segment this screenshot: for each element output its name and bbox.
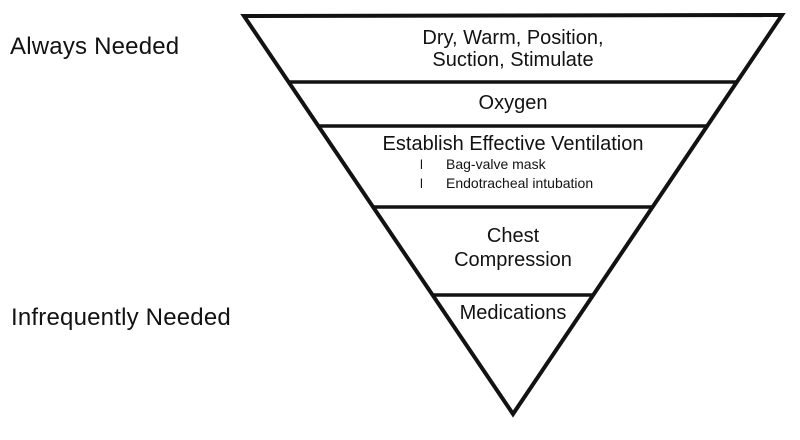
bullet-marker-icon: l (420, 176, 423, 191)
bullet-item-endotracheal-intubation: l Endotracheal intubation (420, 174, 593, 193)
infrequently-needed-label: Infrequently Needed (11, 304, 231, 331)
tier-dry-warm-position-label: Dry, Warm, Position, Suction, Stimulate (422, 27, 604, 71)
pyramid-outline (240, 12, 786, 418)
tier-oxygen-label: Oxygen (478, 92, 548, 114)
bullet-marker-icon: l (420, 157, 423, 172)
tier-medications-label: Medications (459, 302, 567, 324)
tier-ventilation-label: Establish Effective Ventilation (382, 133, 644, 155)
always-needed-label: Always Needed (10, 33, 180, 60)
bullet-item-bag-valve-mask: l Bag-valve mask (420, 155, 593, 174)
bullet-item-label: Endotracheal intubation (446, 175, 594, 191)
tier-chest-compression-label: Chest Compression (454, 225, 572, 271)
bullet-item-label: Bag-valve mask (446, 156, 546, 172)
